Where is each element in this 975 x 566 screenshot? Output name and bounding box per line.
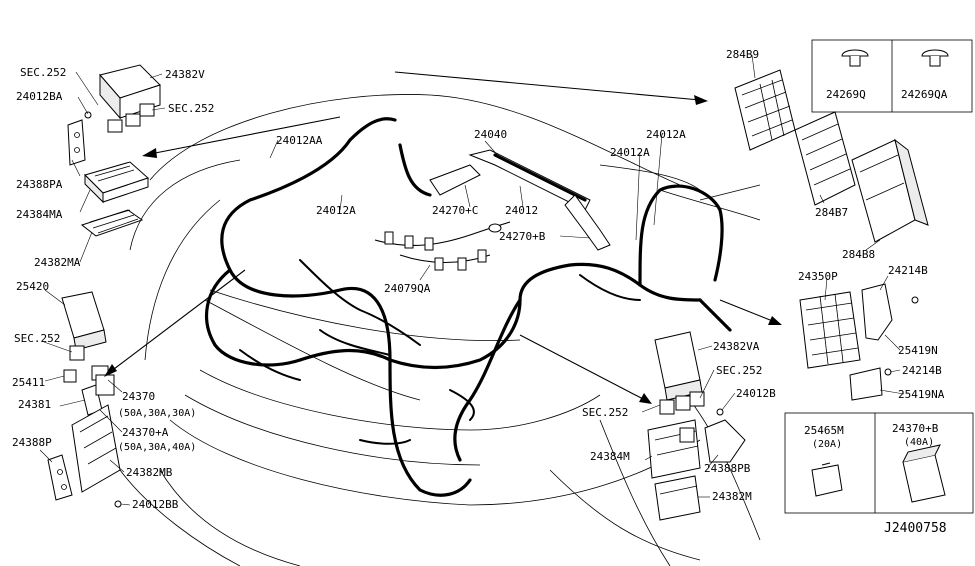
block-25420 [61, 291, 107, 351]
label-24012A-1: 24012A [316, 204, 356, 217]
fusible-link-24381 [81, 374, 115, 416]
bracket-24388PB [704, 408, 746, 463]
relay-sec252-mid [659, 391, 705, 415]
label-284B7: 284B7 [815, 206, 848, 219]
ipdm-284B7 [794, 111, 856, 206]
label-24012AA: 24012AA [276, 134, 323, 147]
label-sec252-d: SEC.252 [716, 364, 762, 377]
label-24269Q: 24269Q [826, 88, 866, 101]
label-24382V: 24382V [165, 68, 205, 81]
label-24370B-amps: (40A) [904, 437, 934, 448]
bracket-24388P [47, 454, 122, 508]
bracket-25419N [861, 283, 919, 341]
label-24382VA: 24382VA [713, 340, 760, 353]
label-24382M: 24382M [712, 490, 752, 503]
label-24382MB: 24382MB [126, 466, 173, 479]
fuses-box [784, 412, 974, 514]
label-25419N: 25419N [898, 344, 938, 357]
diagram-id: J2400758 [884, 521, 947, 536]
label-24012A-2: 24012A [646, 128, 686, 141]
label-24214B-1: 24214B [888, 264, 928, 277]
harness-24012 [429, 149, 611, 251]
cover-284B8 [851, 138, 929, 243]
label-24012B: 24012B [736, 387, 776, 400]
label-24270C: 24270+C [432, 204, 478, 217]
label-24012BA: 24012BA [16, 90, 63, 103]
label-24214B-2: 24214B [902, 364, 942, 377]
box-24382MB [71, 404, 121, 493]
main-harness [205, 117, 732, 497]
label-25411: 25411 [12, 376, 45, 389]
vehicle-body-outline [119, 94, 761, 566]
label-24384M: 24384M [590, 450, 630, 463]
label-24270B: 24270+B [499, 230, 546, 243]
label-25465M-amps: (20A) [812, 439, 842, 450]
label-24382MA: 24382MA [34, 256, 81, 269]
label-24012BB: 24012BB [132, 498, 179, 511]
label-24012A-3: 24012A [610, 146, 650, 159]
cover-24382M [654, 475, 701, 521]
part-labels: SEC.252 24382V 24012BA SEC.252 24388PA 2… [12, 48, 948, 536]
label-24370-amps: (50A,30A,30A) [118, 408, 196, 419]
label-25419NA: 25419NA [898, 388, 945, 401]
label-25420: 25420 [16, 280, 49, 293]
fuse-box-24384M [647, 419, 701, 479]
label-284B9: 284B9 [726, 48, 759, 61]
harness-24079QA [374, 221, 511, 271]
leader-lines [39, 54, 905, 506]
label-sec252-b: SEC.252 [168, 102, 214, 115]
label-sec252-e: SEC.252 [582, 406, 628, 419]
label-24388P: 24388P [12, 436, 52, 449]
label-24388PB: 24388PB [704, 462, 751, 475]
label-24370A: 24370+A [122, 426, 169, 439]
clips-box [811, 39, 973, 113]
label-24040: 24040 [474, 128, 507, 141]
label-24370B: 24370+B [892, 422, 939, 435]
bcm-284B9 [734, 69, 796, 151]
callout-arrows [104, 71, 782, 404]
bracket-24388PA [67, 111, 92, 166]
label-24388PA: 24388PA [16, 178, 63, 191]
label-25465M: 25465M [804, 424, 844, 437]
label-24384MA: 24384MA [16, 208, 63, 221]
bracket-25419NA [849, 367, 892, 401]
label-24350P: 24350P [798, 270, 838, 283]
fuse-box-24384MA [84, 161, 149, 204]
label-sec252-a: SEC.252 [20, 66, 66, 79]
label-24079QA: 24079QA [384, 282, 431, 295]
label-sec252-c: SEC.252 [14, 332, 60, 345]
cover-24382MA [80, 209, 144, 237]
label-284B8: 284B8 [842, 248, 875, 261]
fuse-block-24350P [799, 291, 861, 369]
label-24370: 24370 [122, 390, 155, 403]
label-24012: 24012 [505, 204, 538, 217]
label-24370A-amps: (50A,30A,40A) [118, 442, 196, 453]
relay-box-24382V [99, 64, 161, 133]
relay-24382VA [654, 331, 703, 401]
label-24381: 24381 [18, 398, 51, 411]
label-24269QA: 24269QA [901, 88, 948, 101]
